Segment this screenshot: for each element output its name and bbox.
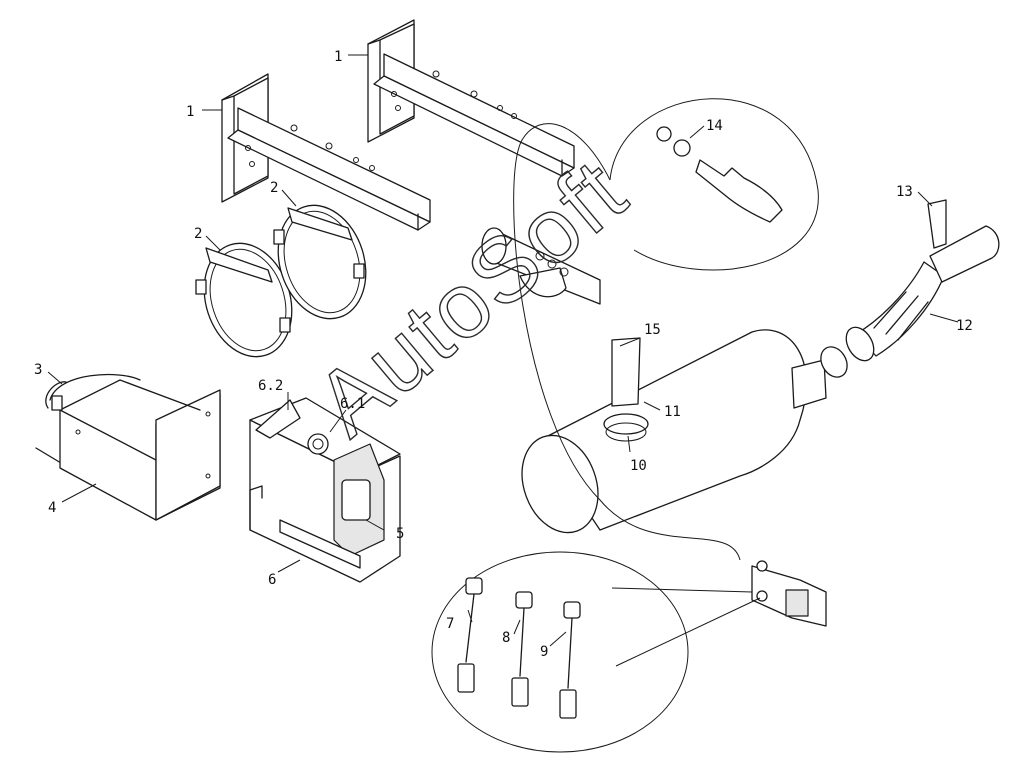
label-15: 15 bbox=[644, 322, 661, 338]
detail-circle-sensors-7-9 bbox=[431, 551, 761, 753]
label-9: 9 bbox=[540, 644, 548, 660]
label-5: 5 bbox=[396, 526, 404, 542]
label-14: 14 bbox=[706, 118, 723, 134]
strap-left bbox=[195, 242, 293, 358]
sensor-9 bbox=[559, 601, 581, 719]
label-1-rear: 1 bbox=[334, 49, 342, 65]
label-6-1: 6.1 bbox=[340, 396, 365, 412]
label-8: 8 bbox=[502, 630, 510, 646]
label-11: 11 bbox=[664, 404, 681, 420]
flex-pipe bbox=[820, 199, 1000, 378]
strap-right bbox=[273, 204, 367, 320]
detail-circle-sensor bbox=[513, 98, 819, 561]
exhaust-pipe bbox=[481, 227, 601, 305]
label-7: 7 bbox=[446, 616, 454, 632]
label-3: 3 bbox=[34, 362, 42, 378]
sensor-8 bbox=[511, 591, 533, 707]
label-6: 6 bbox=[268, 572, 276, 588]
sensor-connector bbox=[751, 560, 827, 627]
leader-lines bbox=[47, 54, 959, 647]
sensor-7 bbox=[457, 577, 483, 693]
label-12: 12 bbox=[956, 318, 973, 334]
label-6-2: 6.2 bbox=[258, 378, 283, 394]
bracket-front bbox=[221, 73, 431, 231]
battery-tray bbox=[35, 373, 221, 521]
label-4: 4 bbox=[48, 500, 56, 516]
label-13: 13 bbox=[896, 184, 913, 200]
bracket-rear bbox=[367, 19, 575, 177]
label-2-right: 2 bbox=[270, 180, 278, 196]
label-2-left: 2 bbox=[194, 226, 202, 242]
urea-tank bbox=[249, 397, 401, 583]
label-10: 10 bbox=[630, 458, 647, 474]
label-1-front: 1 bbox=[186, 104, 194, 120]
muffler bbox=[521, 329, 827, 534]
